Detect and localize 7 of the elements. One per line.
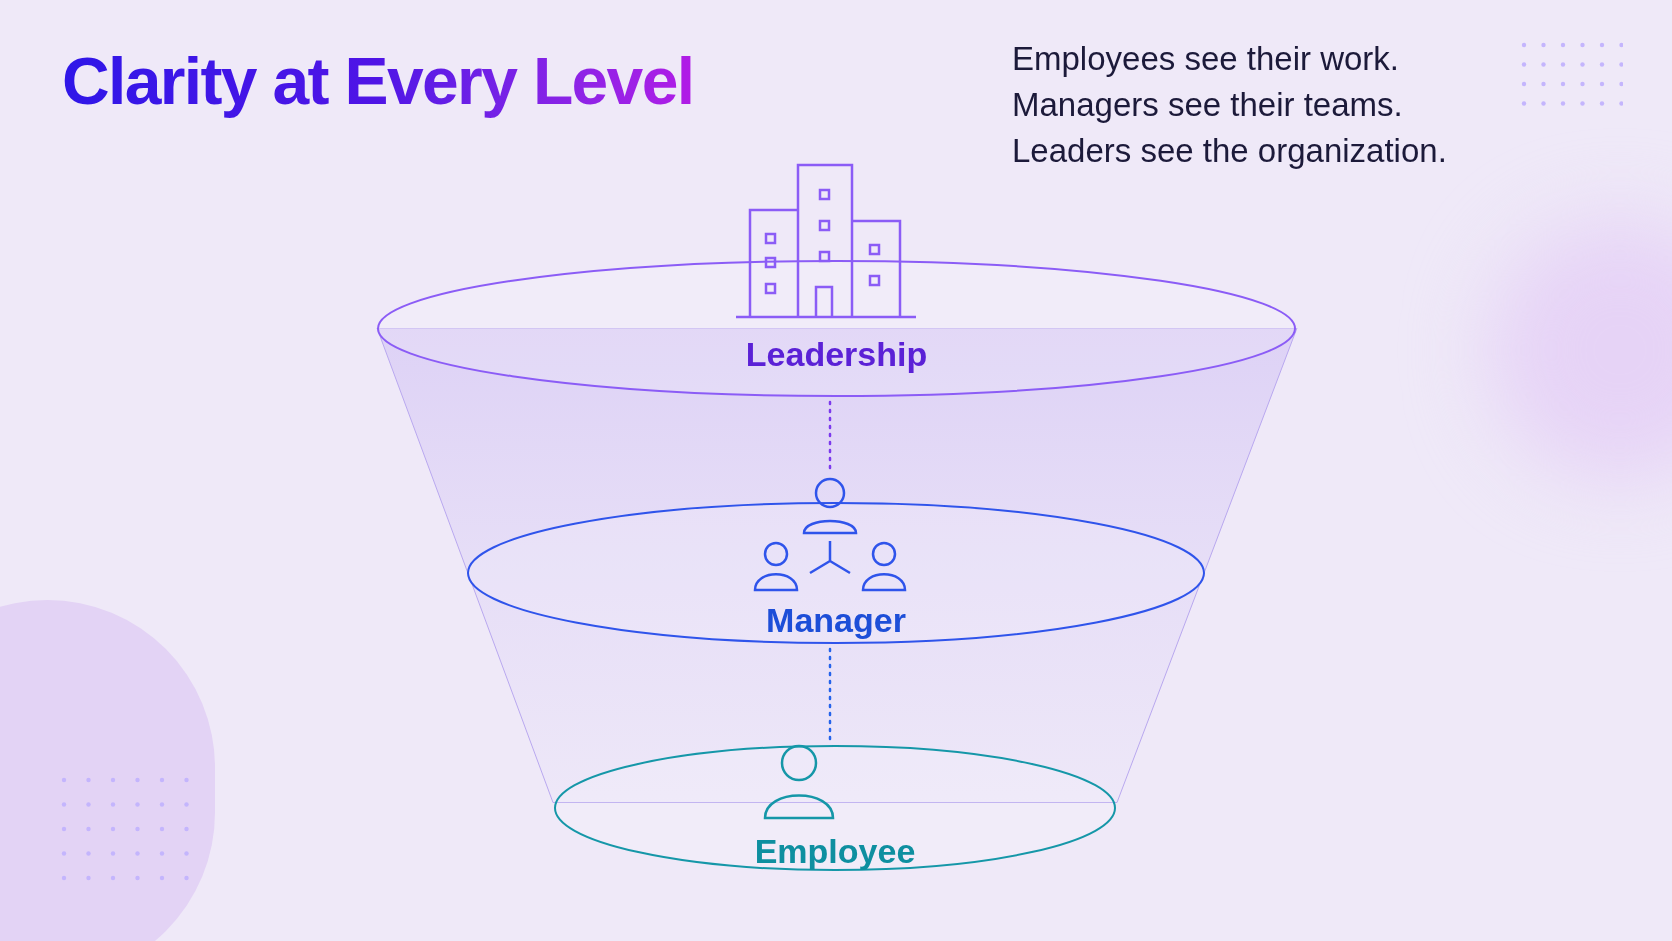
level-label: Leadership	[745, 334, 928, 375]
dotted-connector	[828, 647, 832, 742]
level-label: Manager	[766, 600, 906, 641]
caption-line: Employees see their work.	[1012, 39, 1400, 79]
caption-line: Leaders see the organization.	[1012, 131, 1447, 171]
level-label: Employee	[754, 831, 916, 872]
caption-line: Managers see their teams.	[1012, 85, 1404, 125]
